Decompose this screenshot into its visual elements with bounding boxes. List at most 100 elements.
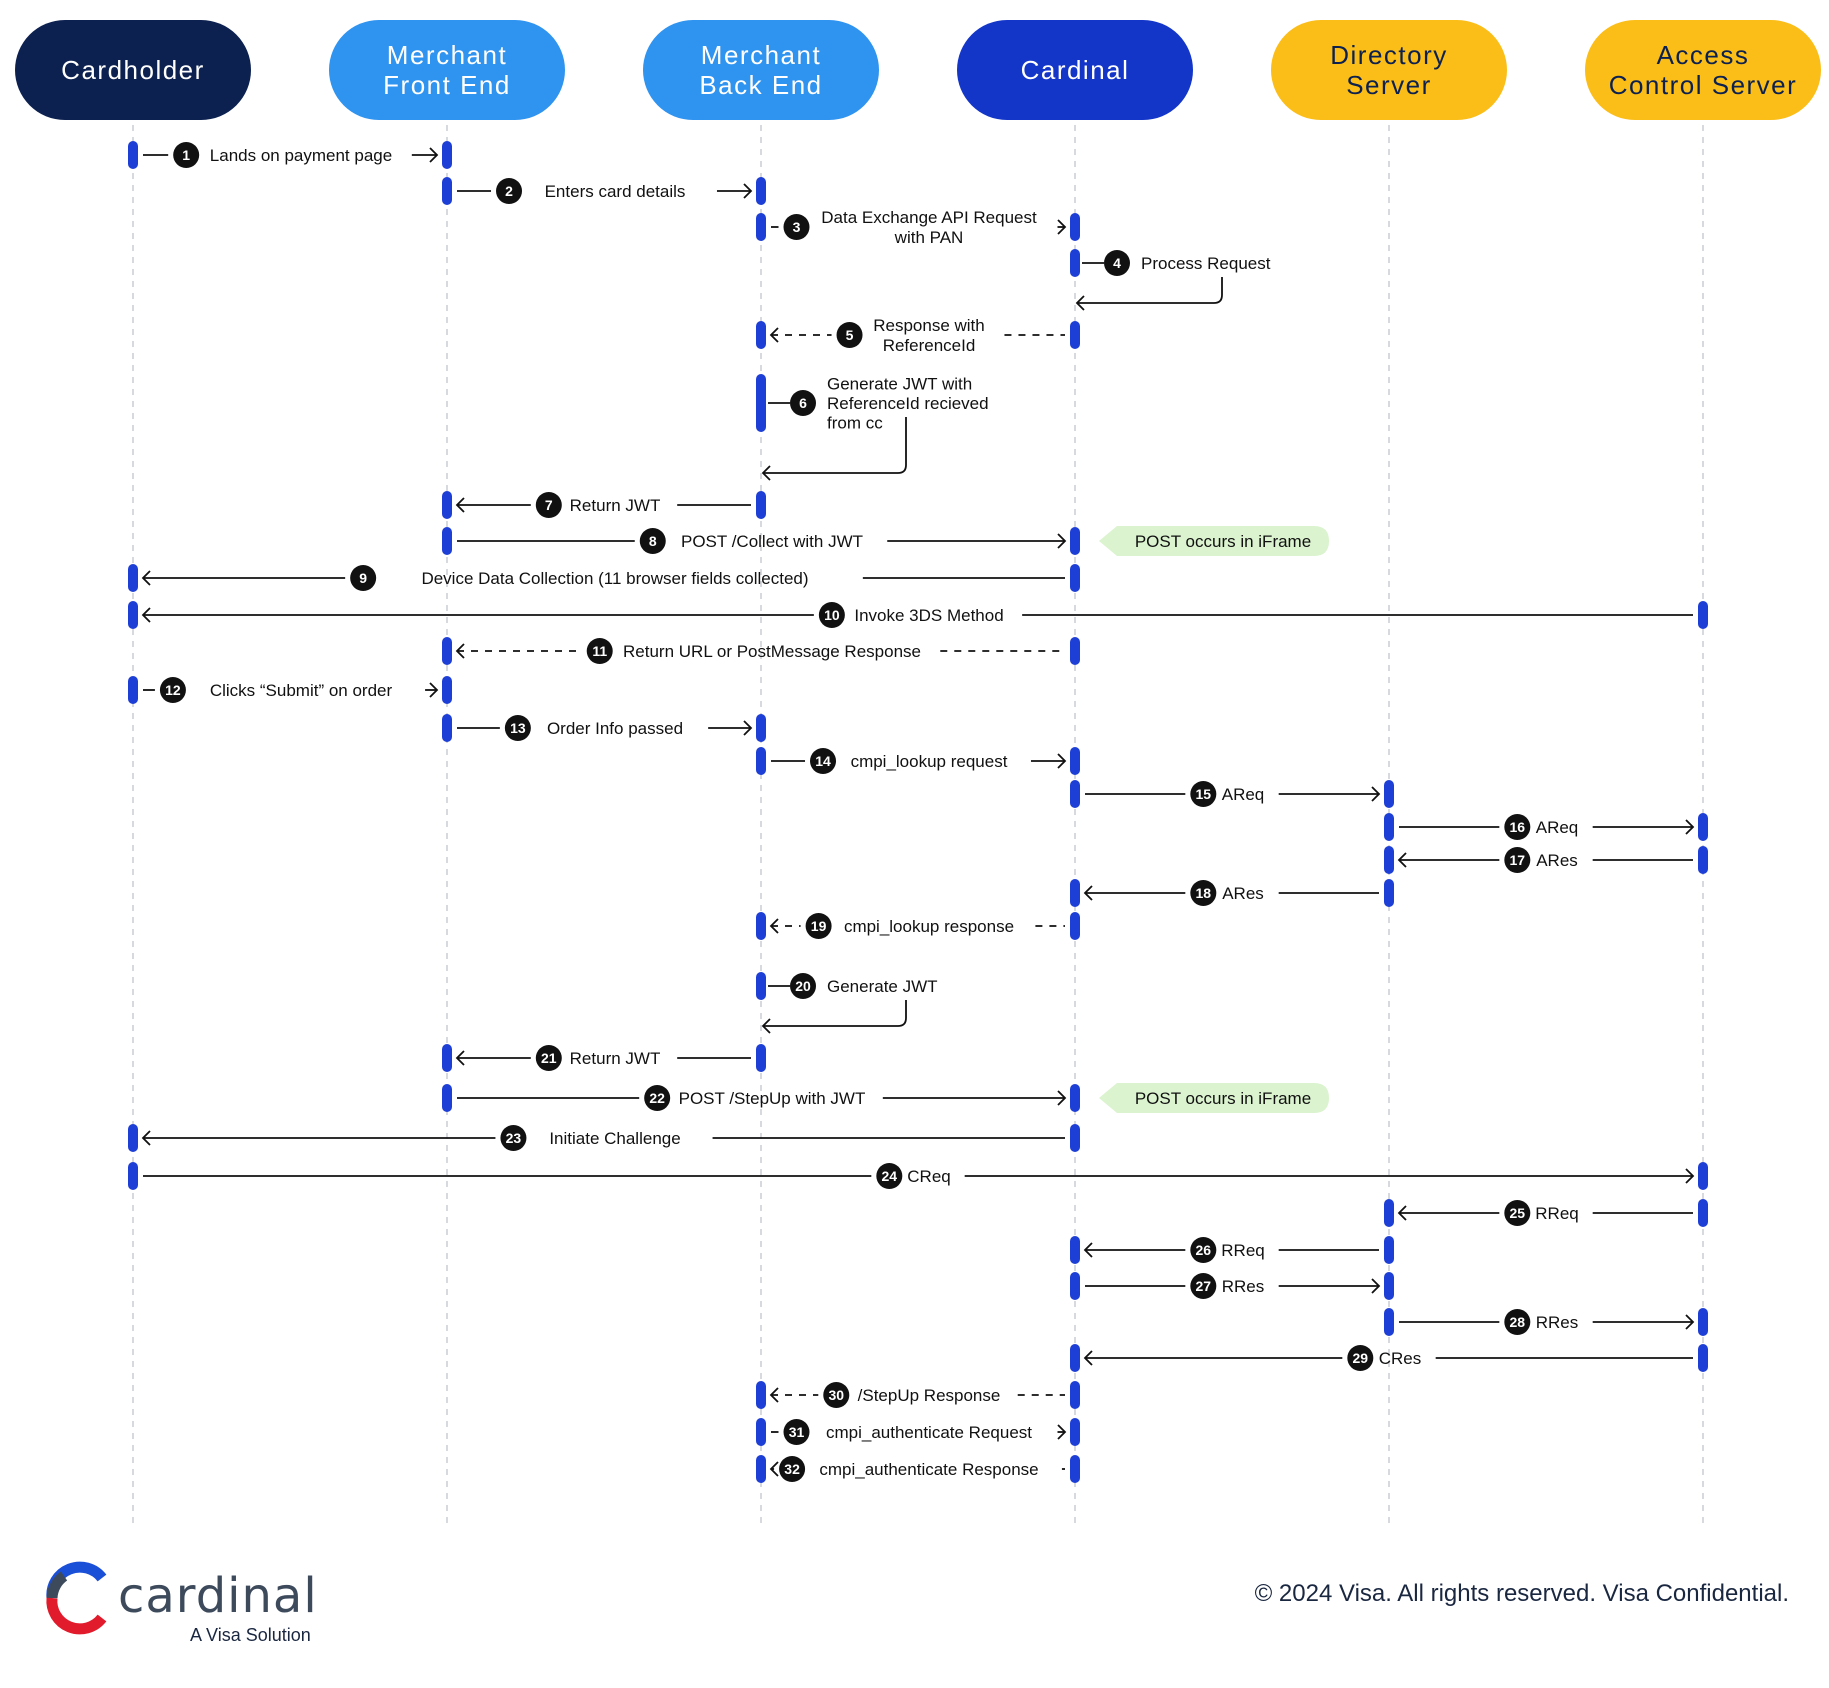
arrow-head-icon <box>1083 885 1093 901</box>
step-number-badge <box>496 178 523 204</box>
activation-bar <box>442 1044 452 1072</box>
step-number-text: 16 <box>1510 819 1526 835</box>
self-call-return <box>764 417 907 474</box>
activation-bar <box>128 601 138 629</box>
arrow-head-icon <box>743 183 753 199</box>
activation-bar <box>128 564 138 592</box>
message-label: RReq <box>1535 1204 1578 1223</box>
step-number-badge <box>823 1382 850 1408</box>
arrow-head-icon <box>1371 1278 1381 1294</box>
activation-bar <box>756 912 766 940</box>
step-number-badge <box>1504 814 1531 840</box>
step-number-badge <box>876 1163 903 1189</box>
activation-bar <box>756 374 766 432</box>
message-label: cmpi_authenticate Response <box>819 1460 1038 1479</box>
step-number-badge <box>639 528 666 554</box>
step-number-badge <box>783 1419 810 1445</box>
activation-bar <box>1070 249 1080 277</box>
step-number-badge <box>500 1125 527 1151</box>
activation-bar <box>1070 527 1080 555</box>
arrow-head-icon <box>455 1050 465 1066</box>
activation-bar <box>128 1124 138 1152</box>
activation-bar <box>756 972 766 1000</box>
arrow-head-icon <box>1397 1205 1407 1221</box>
brand-wordmark: cardinal <box>118 1568 318 1624</box>
message-label: cmpi_lookup response <box>844 917 1014 936</box>
step-number-text: 23 <box>506 1130 522 1146</box>
arrow-head-icon <box>141 1130 151 1146</box>
step-number-badge <box>1504 1309 1531 1335</box>
arrow-head-icon <box>455 643 465 659</box>
message-label: AReq <box>1536 818 1579 837</box>
step-number-text: 12 <box>165 682 181 698</box>
step-number-badge <box>790 973 816 999</box>
message-label: Clicks “Submit” on order <box>210 681 393 700</box>
arrow-head-icon <box>743 720 753 736</box>
brand-tagline: A Visa Solution <box>190 1625 311 1645</box>
activation-bar <box>1698 846 1708 874</box>
arrow-head-icon <box>1371 786 1381 802</box>
participant-pill <box>15 20 251 120</box>
arrow-head-icon <box>761 465 771 481</box>
participant-cardholder: Cardholder <box>15 20 251 120</box>
activation-bar <box>1070 747 1080 775</box>
activation-bar <box>1698 601 1708 629</box>
participant-pill <box>329 20 565 120</box>
arrow-head-icon <box>429 682 439 698</box>
activation-bar <box>1070 1272 1080 1300</box>
step-number-text: 2 <box>505 183 513 199</box>
arrow-head-icon <box>1057 1090 1067 1106</box>
step-number-text: 11 <box>592 643 607 659</box>
activation-bar <box>442 177 452 205</box>
step-number-badge <box>159 677 186 703</box>
arrow-head-icon <box>1075 295 1085 311</box>
participant-label: Cardinal <box>1021 55 1130 85</box>
activation-bar <box>756 1418 766 1446</box>
arrow-head-icon <box>1083 1350 1093 1366</box>
step-number-text: 30 <box>828 1387 844 1403</box>
message-label: Initiate Challenge <box>549 1129 680 1148</box>
arrow-head-icon <box>429 147 439 163</box>
activation-bar <box>1070 879 1080 907</box>
message-label: Return JWT <box>570 1049 661 1068</box>
activation-bar <box>1070 1381 1080 1409</box>
message-step: 12 Clicks “Submit” on order <box>143 677 439 703</box>
activation-bar <box>756 714 766 742</box>
activation-bar <box>1698 1344 1708 1372</box>
step-number-badge <box>810 748 837 774</box>
message-label: Invoke 3DS Method <box>854 606 1003 625</box>
step-number-text: 28 <box>1510 1314 1526 1330</box>
activation-bar <box>756 1044 766 1072</box>
activation-bar <box>442 714 452 742</box>
step-number-text: 1 <box>182 147 190 163</box>
step-number-badge <box>1190 781 1217 807</box>
activation-bar <box>442 527 452 555</box>
step-number-badge <box>790 390 816 416</box>
step-number-badge <box>783 214 810 240</box>
arrow-head-icon <box>1083 1242 1093 1258</box>
activation-bar <box>1070 213 1080 241</box>
step-number-badge <box>1190 1273 1217 1299</box>
step-number-text: 26 <box>1196 1242 1212 1258</box>
message-step: 30/StepUp Response <box>769 1382 1065 1408</box>
arrow-head-icon <box>1685 819 1695 835</box>
iframe-note-text: POST occurs in iFrame <box>1135 532 1311 551</box>
